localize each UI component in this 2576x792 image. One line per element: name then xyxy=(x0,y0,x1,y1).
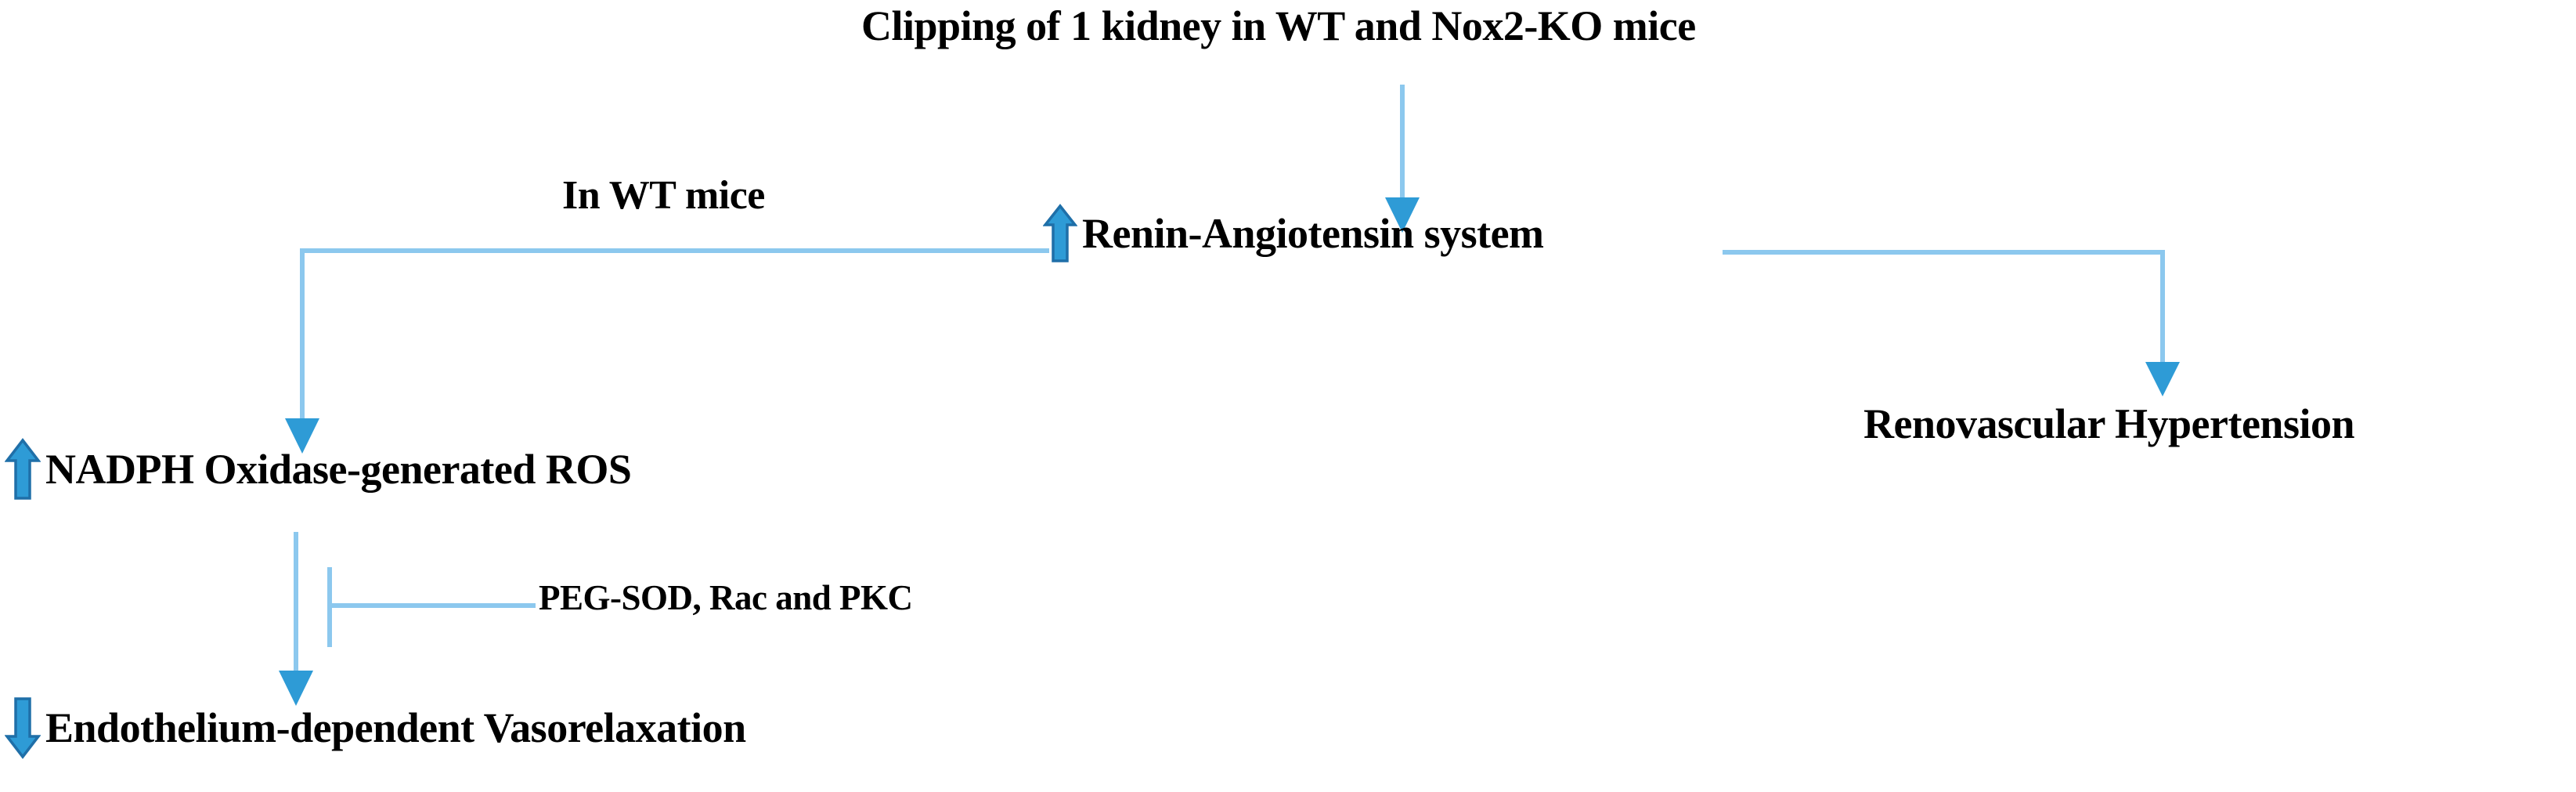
connector-inhibition-bar xyxy=(327,567,536,647)
node-renovascular-hypertension-label: Renovascular Hypertension xyxy=(1863,400,2355,447)
node-renin-angiotensin-label: Renin-Angiotensin system xyxy=(1082,210,1544,257)
down-arrow-icon xyxy=(5,696,41,759)
node-condition-label: In WT mice xyxy=(562,171,765,219)
connector-arrowhead-icon xyxy=(2145,362,2180,396)
node-inhibitors-label: PEG-SOD, Rac and PKC xyxy=(539,578,913,617)
node-renin-angiotensin: Renin-Angiotensin system xyxy=(1043,204,1544,263)
node-inhibitors: PEG-SOD, Rac and PKC xyxy=(539,576,913,620)
node-nadph-oxidase-ros: NADPH Oxidase-generated ROS xyxy=(5,438,632,501)
node-title-label: Clipping of 1 kidney in WT and Nox2-KO m… xyxy=(861,2,1696,49)
up-arrow-icon xyxy=(5,438,41,501)
connector-renin-to-nadph xyxy=(285,248,1049,454)
node-nadph-oxidase-ros-label: NADPH Oxidase-generated ROS xyxy=(45,446,632,493)
node-endothelium-vasorelaxation: Endothelium-dependent Vasorelaxation xyxy=(5,696,746,759)
node-condition-label-text: In WT mice xyxy=(562,172,765,218)
connector-nadph-to-endothelium xyxy=(279,532,313,706)
connector-renin-to-renovascular xyxy=(1723,250,2180,396)
node-renovascular-hypertension: Renovascular Hypertension xyxy=(1863,398,2355,450)
node-endothelium-vasorelaxation-label: Endothelium-dependent Vasorelaxation xyxy=(45,704,746,751)
up-arrow-icon xyxy=(1043,204,1077,263)
connector-line xyxy=(1723,250,2165,367)
node-title: Clipping of 1 kidney in WT and Nox2-KO m… xyxy=(861,2,1696,50)
connector-line xyxy=(300,248,1049,423)
